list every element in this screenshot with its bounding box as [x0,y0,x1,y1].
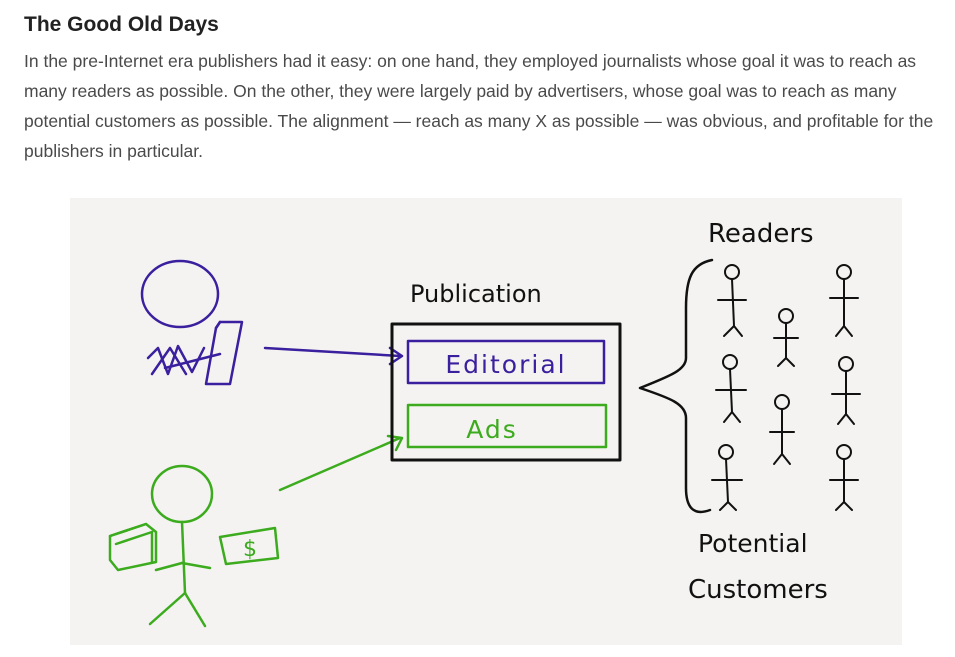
illustration-figure: $ Publication Editorial Ads Readers [70,198,902,645]
readers-label: Readers [708,219,814,249]
journalist-arrow [263,346,404,366]
reader-person [715,354,747,423]
advertiser-figure [108,464,280,628]
article-paragraph: In the pre-Internet era publishers had i… [24,51,934,161]
customers-label: Customers [688,575,828,605]
reader-person [773,308,799,367]
section-heading: The Good Old Days [24,13,219,36]
article: The Good Old Days In the pre-Internet er… [24,10,944,166]
potential-label: Potential [698,529,808,558]
money-symbol: $ [243,537,257,562]
reader-person [717,264,747,337]
publication-box [390,322,622,462]
publishing-diagram: $ Publication Editorial Ads Readers [108,219,861,628]
curly-brace [638,258,714,514]
reader-person [769,394,795,465]
readers-crowd [711,264,861,511]
reader-person [831,356,861,425]
editorial-label: Editorial [445,350,566,379]
ads-box [406,403,608,449]
reader-person [829,444,859,511]
editorial-box [406,339,606,385]
reader-person [711,444,743,511]
advertiser-arrow [278,434,404,492]
journalist-figure [140,259,244,386]
reader-person [829,264,859,337]
publication-label: Publication [410,280,542,308]
ads-label: Ads [466,415,518,444]
